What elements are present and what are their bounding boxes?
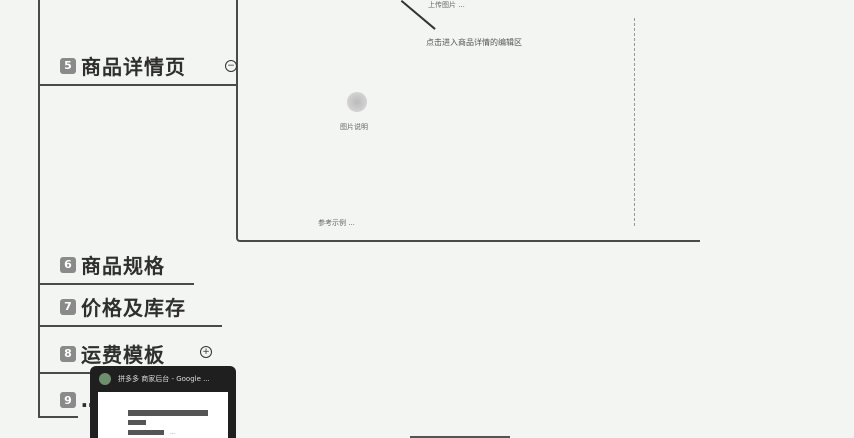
node-number-badge: 7 — [60, 298, 76, 315]
node-label: 商品规格 — [81, 254, 165, 278]
node-number-badge: 8 — [60, 345, 76, 362]
expand-toggle-icon[interactable]: + — [200, 346, 212, 358]
canvas-top-note: 上传图片 ... — [428, 1, 465, 9]
node-number-badge: 5 — [60, 57, 76, 74]
node-underline — [38, 283, 194, 285]
node-underline — [38, 325, 222, 327]
node-label: 商品详情页 — [81, 55, 186, 79]
frame-dashed-guide — [634, 18, 635, 226]
image-caption: 图片说明 — [340, 123, 368, 131]
taskbar-window-preview[interactable]: 拼多多 商家后台 - Google ... ... — [90, 366, 236, 438]
node-number-badge: 6 — [60, 256, 76, 273]
outline-node-7[interactable]: 7 价格及库存 — [38, 285, 222, 327]
outline-node-9[interactable]: 9 … — [38, 376, 101, 418]
canvas-callout: 点击进入商品详情的编辑区 — [426, 38, 522, 47]
thumb-content-bar — [128, 420, 146, 425]
taskbar-indicator — [410, 436, 510, 438]
browser-icon — [99, 373, 111, 385]
thumb-content-bar — [128, 430, 164, 435]
preview-thumbnail[interactable]: ... — [98, 392, 228, 438]
node-underline — [38, 84, 236, 86]
outline-trunk-line — [38, 0, 40, 418]
preview-window-title: 拼多多 商家后台 - Google ... — [118, 375, 210, 383]
outline-node-6[interactable]: 6 商品规格 — [38, 243, 194, 285]
node-number-badge: 9 — [60, 392, 76, 408]
node-label: 价格及库存 — [81, 296, 186, 320]
canvas-footer-note: 参考示例 ... — [318, 219, 355, 227]
thumb-content-bar — [128, 410, 208, 416]
thumb-text: ... — [170, 429, 176, 436]
detail-page-content-frame — [236, 0, 700, 242]
image-placeholder-icon — [347, 92, 367, 112]
outline-node-5[interactable]: 5 商品详情页 — [38, 44, 236, 86]
outline-end-line — [38, 416, 78, 418]
outline-node-8[interactable]: 8 运费模板 — [38, 332, 196, 374]
collapse-toggle-icon[interactable]: − — [225, 60, 237, 72]
node-label: 运费模板 — [81, 343, 165, 367]
